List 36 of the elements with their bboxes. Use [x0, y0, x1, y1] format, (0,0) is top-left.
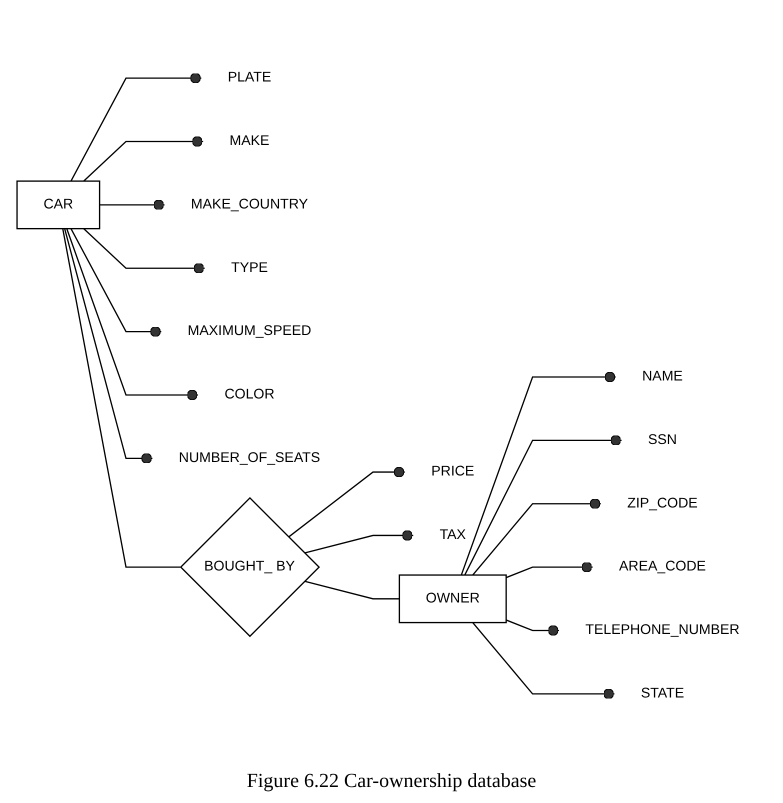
connector	[83, 136, 204, 182]
node-text: NUMBER_OF_SEATS	[178, 450, 320, 466]
connector	[70, 228, 162, 337]
node-text: MAXIMUM_SPEED	[188, 324, 312, 339]
node-text: SSN	[648, 432, 677, 448]
connector	[472, 498, 601, 576]
node-text: TYPE	[231, 260, 268, 276]
node-text: AREA_CODE	[619, 559, 706, 574]
connector	[62, 228, 180, 568]
node-diamond: BOUGHT_ BY	[180, 497, 320, 638]
node-text: PRICE	[431, 464, 474, 480]
connector	[83, 228, 205, 274]
connector	[64, 228, 152, 464]
node-text: NAME	[642, 369, 683, 384]
node-text: STATE	[640, 686, 684, 701]
connector	[506, 619, 559, 636]
connector	[304, 530, 414, 554]
node-text: ZIP_CODE	[627, 496, 698, 511]
node-text: COLOR	[224, 387, 275, 402]
connector	[464, 435, 622, 576]
figure-caption: Figure 6.22 Car-ownership database	[246, 770, 536, 793]
node-text: PLATE	[228, 70, 272, 86]
connector	[506, 562, 593, 578]
node-text: MAKE_COUNTRY	[190, 196, 308, 212]
node-box: CAR	[16, 180, 100, 230]
node-box: OWNER	[398, 574, 507, 624]
node-text: TELEPHONE_NUMBER	[585, 622, 740, 638]
node-text: MAKE	[230, 134, 270, 149]
connector	[472, 622, 614, 700]
connector	[304, 580, 400, 600]
connector	[288, 466, 405, 538]
connector	[460, 372, 616, 576]
connector	[70, 72, 202, 182]
connector	[100, 200, 165, 210]
node-text: TAX	[440, 528, 466, 542]
connector	[66, 228, 198, 400]
